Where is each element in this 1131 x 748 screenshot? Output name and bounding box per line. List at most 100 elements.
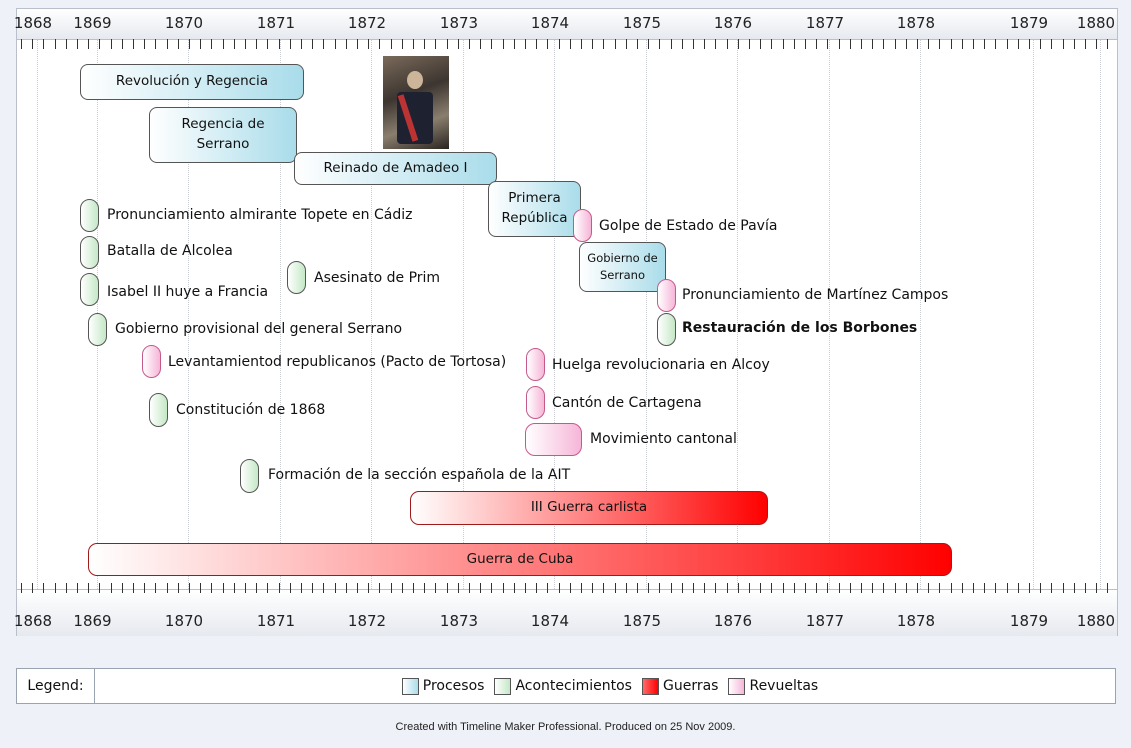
scale-tick — [793, 583, 795, 593]
year-label-bottom: 1874 — [530, 612, 570, 630]
year-label-top: 1874 — [530, 14, 570, 32]
scale-tick — [401, 583, 403, 593]
scale-tick — [480, 583, 482, 593]
scale-tick — [357, 39, 358, 49]
scale-tick — [121, 39, 123, 49]
scale-tick — [749, 39, 750, 49]
scale-tick — [1017, 39, 1019, 49]
scale-tick — [379, 39, 381, 49]
year-gridline — [371, 9, 372, 635]
year-label-bottom: 1876 — [713, 612, 753, 630]
scale-tick — [995, 583, 997, 593]
scale-tick — [838, 39, 840, 49]
scale-tick — [760, 39, 762, 49]
revolt-bar-movimiento-cantonal — [525, 423, 582, 456]
scale-tick — [155, 39, 157, 49]
scale-tick — [189, 39, 190, 49]
scale-tick — [43, 39, 45, 49]
year-label-bottom: 1875 — [622, 612, 662, 630]
scale-tick — [670, 583, 672, 593]
scale-tick — [771, 39, 773, 49]
scale-tick — [256, 39, 258, 49]
scale-tick — [323, 39, 325, 49]
scale-tick — [323, 583, 325, 593]
scale-tick — [592, 583, 594, 593]
scale-tick — [872, 583, 874, 593]
legend-swatch-guerras — [641, 677, 659, 695]
scale-tick — [681, 583, 683, 593]
scale-tick — [155, 583, 157, 593]
year-label-top: 1879 — [1009, 14, 1049, 32]
scale-tick — [491, 39, 493, 49]
scale-tick — [491, 583, 493, 593]
scale-tick — [905, 583, 907, 593]
scale-tick — [1107, 39, 1109, 49]
year-label-bottom: 1880 — [1076, 612, 1116, 630]
scale-tick — [805, 583, 806, 593]
process-regencia-serrano: Regencia de Serrano — [149, 107, 297, 163]
scale-tick — [715, 583, 717, 593]
scale-tick — [928, 583, 930, 593]
scale-tick — [1073, 39, 1075, 49]
scale-tick — [211, 39, 213, 49]
scale-tick — [872, 39, 874, 49]
scale-tick — [65, 39, 67, 49]
scale-tick — [267, 583, 269, 593]
year-label-top: 1873 — [439, 14, 479, 32]
war-bar-guerra-de-cuba: Guerra de Cuba — [88, 543, 952, 576]
process-revolucion-regencia: Revolución y Regencia — [80, 64, 304, 100]
scale-tick — [861, 583, 862, 593]
scale-tick — [144, 39, 146, 49]
scale-tick — [245, 39, 246, 49]
event-label: Pronunciamiento almirante Topete en Cádi… — [107, 207, 413, 223]
scale-tick — [110, 39, 112, 49]
process-primera-republica: Primera República — [488, 181, 581, 237]
scale-tick — [278, 583, 280, 593]
year-label-bottom: 1879 — [1009, 612, 1049, 630]
scale-tick — [457, 583, 459, 593]
year-gridline — [829, 9, 830, 635]
scale-tick — [670, 39, 672, 49]
event-label: Isabel II huye a Francia — [107, 284, 269, 300]
event-marker — [240, 459, 259, 493]
scale-tick — [424, 583, 426, 593]
scale-tick — [1006, 39, 1008, 49]
scale-tick — [1029, 583, 1030, 593]
year-label-top: 1878 — [896, 14, 936, 32]
scale-tick — [984, 39, 986, 49]
scale-tick — [32, 583, 34, 593]
scale-tick — [144, 583, 146, 593]
event-label: Asesinato de Prim — [314, 270, 441, 286]
scale-tick — [334, 583, 336, 593]
scale-tick — [368, 39, 370, 49]
scale-tick — [65, 583, 67, 593]
scale-tick — [614, 583, 616, 593]
revolt-marker — [657, 279, 676, 312]
year-label-top: 1876 — [713, 14, 753, 32]
scale-tick — [614, 39, 616, 49]
revolt-marker — [526, 386, 545, 419]
scale-tick — [446, 39, 448, 49]
scale-tick — [648, 583, 650, 593]
scale-tick — [469, 39, 470, 49]
scale-tick — [715, 39, 717, 49]
year-gridline — [188, 9, 189, 635]
event-marker — [80, 273, 99, 306]
scale-tick — [133, 583, 134, 593]
scale-tick — [782, 39, 784, 49]
scale-tick — [88, 39, 90, 49]
year-label-top: 1869 — [73, 14, 112, 32]
scale-tick — [536, 39, 538, 49]
scale-tick — [21, 39, 22, 49]
revolt-marker — [573, 209, 592, 242]
scale-tick — [704, 39, 706, 49]
scale-tick — [861, 39, 862, 49]
scale-tick — [558, 583, 560, 593]
event-label: Constitución de 1868 — [176, 402, 326, 418]
scale-tick — [1040, 39, 1042, 49]
event-label: Restauración de los Borbones — [682, 320, 918, 336]
scale-tick — [950, 39, 952, 49]
scale-tick — [177, 583, 179, 593]
